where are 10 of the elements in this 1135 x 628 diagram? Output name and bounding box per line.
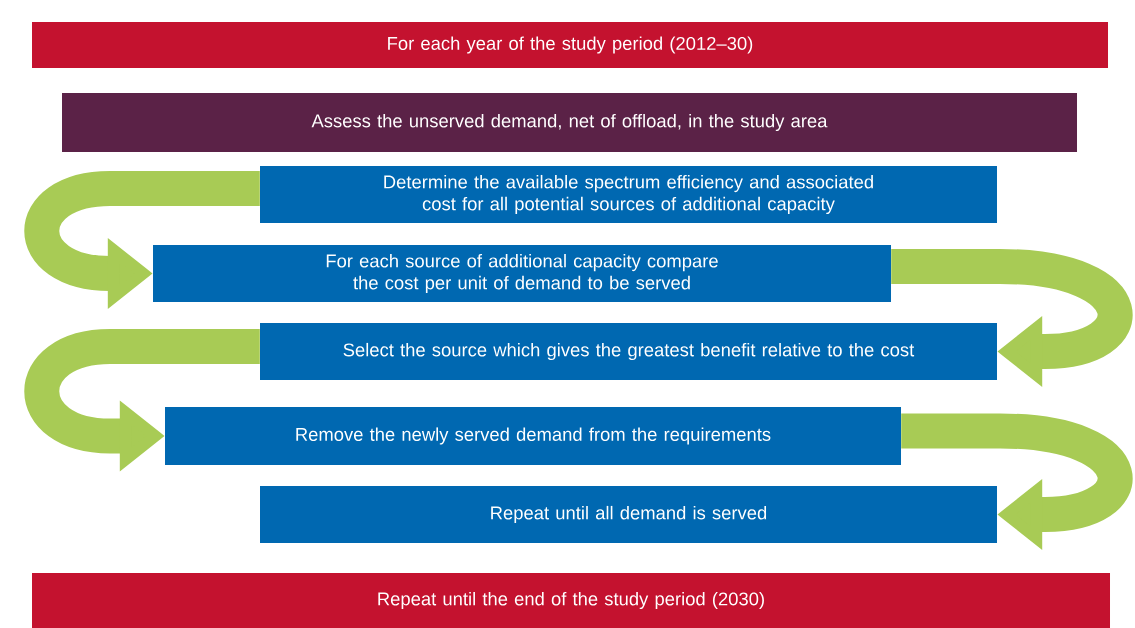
u-turn-arrow — [901, 413, 1133, 551]
step-box: For each source of additional capacity compare the cost per unit of demand to be served — [153, 245, 891, 302]
step-box: Select the source which gives the greatest benefit relative to the cost — [260, 323, 997, 380]
period-band: Repeat until the end of the study period (2030) — [32, 573, 1110, 628]
step-band: Assess the unserved demand, net of offload, in the study area — [62, 93, 1077, 152]
step-box: Repeat until all demand is served — [260, 486, 997, 543]
u-turn-arrow — [891, 249, 1133, 388]
period-band: For each year of the study period (2012–30) — [32, 22, 1108, 68]
step-box: Determine the available spectrum efficiency and associated cost for all potential sources of additional capacity — [260, 166, 997, 223]
step-box: Remove the newly served demand from the requirements — [165, 407, 901, 465]
